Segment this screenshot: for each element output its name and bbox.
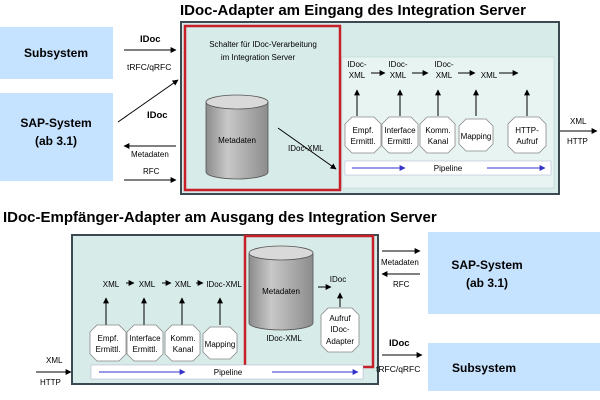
top-stage-header: XML bbox=[390, 71, 407, 80]
top-stage-box-line2: Kanal bbox=[428, 137, 449, 146]
bottom-rfc-label: RFC bbox=[393, 280, 410, 289]
top-idoc-mid-label: IDoc bbox=[147, 110, 168, 121]
top-stage-3: XML Mapping bbox=[458, 71, 498, 152]
top-stage-octagon bbox=[419, 116, 456, 154]
top-stage-octagon bbox=[344, 116, 382, 154]
top-metadaten-label: Metadaten bbox=[131, 150, 169, 159]
bottom-metadaten-label: Metadaten bbox=[381, 258, 419, 267]
top-stage-header: XML bbox=[349, 71, 366, 80]
top-stage-box-line1: Empf. bbox=[353, 126, 374, 135]
bottom-idoc-red-label: IDoc bbox=[330, 275, 346, 284]
top-cylinder-label: Metadaten bbox=[218, 136, 256, 145]
bottom-stage-octagon bbox=[126, 324, 164, 362]
top-rfc-label: RFC bbox=[143, 167, 160, 176]
bottom-stage-3: IDoc-XML Mapping bbox=[202, 280, 242, 360]
bottom-stage-box-line2: Kanal bbox=[173, 345, 194, 354]
top-stage-octagon bbox=[458, 118, 494, 152]
bottom-stage-box-line1: Empf. bbox=[98, 334, 119, 343]
top-stage-header: IDoc- bbox=[347, 60, 366, 69]
bottom-stage-octagon bbox=[89, 324, 127, 362]
bottom-stage-box-line1: Komm. bbox=[170, 334, 195, 343]
top-stage-box-line1: HTTP- bbox=[515, 126, 539, 135]
top-stage-box-line2: Ermittl. bbox=[351, 137, 376, 146]
top-stage-1: IDoc- XML Interface Ermittl. bbox=[381, 60, 419, 154]
bottom-cylinder-label: Metadaten bbox=[262, 287, 300, 296]
top-subsystem-box bbox=[0, 27, 113, 79]
top-stage-header: IDoc- bbox=[388, 60, 407, 69]
bottom-stage-box-line2: Ermittl. bbox=[133, 345, 158, 354]
top-stage-header: XML bbox=[481, 71, 498, 80]
top-output-xml: XML bbox=[570, 117, 587, 126]
top-stage-4: HTTP- Aufruf bbox=[507, 89, 547, 154]
bottom-aufruf-line1: Aufruf bbox=[329, 314, 351, 323]
top-schalter-line1: Schalter für IDoc-Verarbeitung bbox=[209, 40, 317, 49]
top-title: IDoc-Adapter am Eingang des Integration … bbox=[180, 2, 526, 19]
top-sap-system-version: (ab 3.1) bbox=[35, 134, 77, 148]
bottom-stage-box-line1: Interface bbox=[129, 334, 161, 343]
bottom-stage-0: XML Empf. Ermittl. bbox=[89, 280, 127, 362]
bottom-sap-system-label: SAP-System bbox=[451, 258, 522, 272]
top-pipeline-label: Pipeline bbox=[434, 164, 463, 173]
bottom-stage-header: IDoc-XML bbox=[206, 280, 242, 289]
top-metadaten-cylinder bbox=[205, 94, 269, 180]
bottom-pipeline-bar bbox=[90, 364, 364, 380]
top-stage-box-line1: Komm. bbox=[425, 126, 450, 135]
bottom-input-http: HTTP bbox=[40, 378, 61, 387]
bottom-stage-header: XML bbox=[139, 280, 156, 289]
top-output-http: HTTP bbox=[567, 137, 588, 146]
bottom-pipeline-label: Pipeline bbox=[214, 368, 243, 377]
top-stage-octagon bbox=[507, 116, 547, 154]
bottom-sap-system-version: (ab 3.1) bbox=[466, 276, 508, 290]
top-pipeline-bar bbox=[344, 160, 552, 176]
top-trfc-label: tRFC/qRFC bbox=[127, 62, 171, 72]
top-stage-2: IDoc- XML Komm. Kanal bbox=[419, 60, 456, 154]
top-red-highlight bbox=[183, 24, 342, 192]
bottom-idoc-label: IDoc bbox=[389, 338, 410, 349]
top-idoc-label: IDoc bbox=[140, 34, 161, 45]
bottom-idoc-xml-label: IDoc-XML bbox=[266, 334, 302, 343]
bottom-stage-header: XML bbox=[175, 280, 192, 289]
bottom-stage-box-line1: Mapping bbox=[205, 340, 236, 349]
bottom-stage-header: XML bbox=[103, 280, 120, 289]
top-idoc-xml-label: IDoc-XML bbox=[288, 144, 324, 153]
bottom-input-xml: XML bbox=[46, 356, 63, 365]
top-sap-system-label: SAP-System bbox=[20, 116, 91, 130]
top-schalter-line2: im Integration Server bbox=[221, 53, 296, 62]
bottom-sap-system-box bbox=[428, 232, 600, 314]
top-stage-box-line1: Interface bbox=[384, 126, 416, 135]
bottom-stage-2: XML Komm. Kanal bbox=[164, 280, 201, 362]
top-idoc-xml-arrow bbox=[277, 127, 337, 170]
bottom-metadaten-cylinder bbox=[248, 245, 314, 331]
top-stage-box-line2: Ermittl. bbox=[388, 137, 413, 146]
bottom-subsystem-label: Subsystem bbox=[452, 361, 516, 375]
bottom-stage-octagon bbox=[202, 326, 238, 360]
bottom-stage-box-line2: Ermittl. bbox=[96, 345, 121, 354]
bottom-aufruf-line2: IDoc- bbox=[330, 325, 349, 334]
top-stage-octagon bbox=[381, 116, 419, 154]
top-stage-header: XML bbox=[436, 71, 453, 80]
bottom-subsystem-box bbox=[428, 343, 600, 391]
top-stage-box-line1: Mapping bbox=[461, 132, 492, 141]
bottom-aufruf-line3: Adapter bbox=[326, 337, 354, 346]
bottom-trfc-label: tRFC/qRFC bbox=[376, 364, 420, 374]
bottom-title: IDoc-Empfänger-Adapter am Ausgang des In… bbox=[3, 209, 437, 226]
top-subsystem-label: Subsystem bbox=[24, 46, 88, 60]
bottom-stage-octagon bbox=[164, 324, 201, 362]
top-sap-diag-arrow bbox=[117, 79, 179, 123]
bottom-aufruf-octagon bbox=[320, 307, 360, 353]
bottom-stage-1: XML Interface Ermittl. bbox=[126, 280, 164, 362]
top-stage-0: IDoc- XML Empf. Ermittl. bbox=[344, 60, 382, 154]
top-stage-header: IDoc- bbox=[434, 60, 453, 69]
top-sap-system-box bbox=[0, 93, 113, 181]
top-stage-box-line2: Aufruf bbox=[516, 137, 538, 146]
